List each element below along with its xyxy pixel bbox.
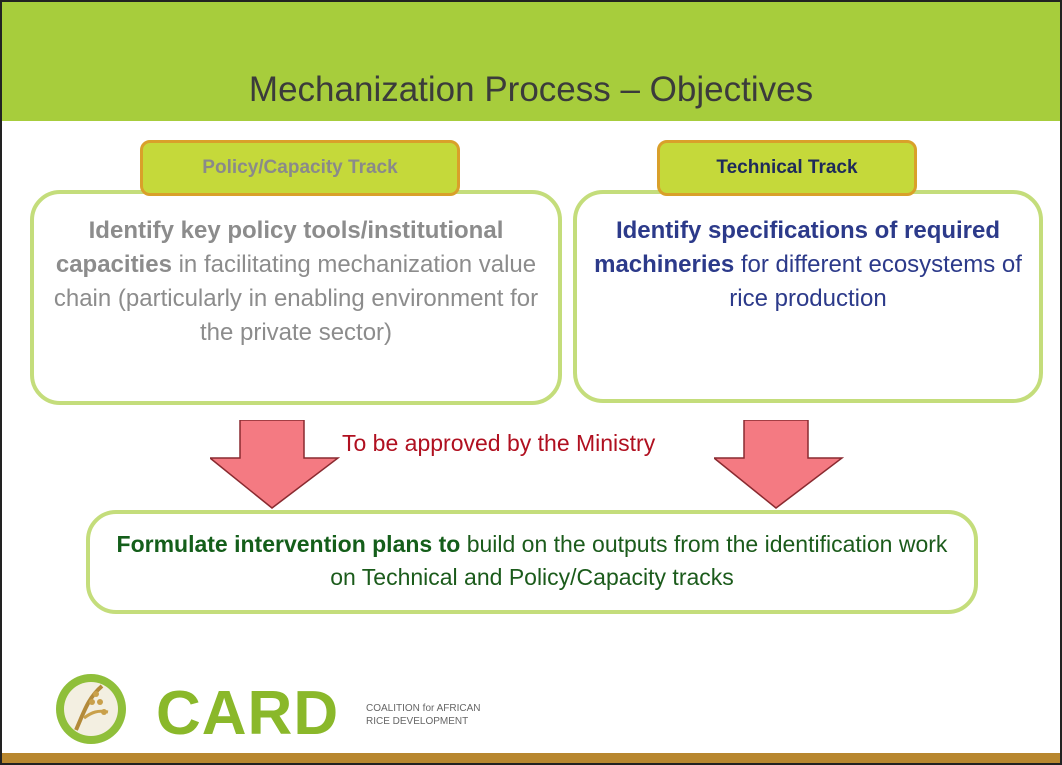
card-logo: CARD COALITION for AFRICAN RICE DEVELOPM… (54, 672, 514, 750)
slide-title: Mechanization Process – Objectives (248, 70, 814, 109)
card-logo-subtitle-line1: COALITION for AFRICAN (366, 703, 481, 714)
policy-track-label: Policy/Capacity Track (202, 157, 398, 178)
technical-objective-bold: Identify specifications of required mach… (594, 217, 1001, 279)
policy-objective-box: Identify key policy tools/institutional … (30, 190, 562, 405)
technical-objective-text: for different ecosystems of rice product… (729, 251, 1022, 313)
down-arrow-right-icon (714, 420, 844, 509)
bottom-bar (2, 753, 1060, 763)
policy-objective-bold: Identify key policy tools/institutional … (55, 217, 504, 279)
down-arrow-left-icon (210, 420, 340, 509)
technical-objective-box: Identify specifications of required mach… (573, 190, 1043, 403)
rice-emblem-icon (56, 674, 126, 744)
card-logo-subtitle-line2: RICE DEVELOPMENT (366, 716, 469, 727)
technical-track-label: Technical Track (716, 157, 858, 178)
intervention-plan-box: Formulate intervention plans to build on… (86, 510, 978, 614)
policy-objective-text: in facilitating mechanization value chai… (53, 251, 539, 347)
card-logo-text: CARD (156, 679, 340, 748)
approval-note: To be approved by the Ministry (342, 430, 656, 456)
title-bar (2, 2, 1060, 121)
plan-text: build on the outputs from the identifica… (330, 531, 948, 591)
plan-bold: Formulate intervention plans to (116, 531, 461, 557)
technical-track-tab: Technical Track (657, 140, 917, 196)
policy-capacity-track-tab: Policy/Capacity Track (140, 140, 460, 196)
card-logo-subtitle: COALITION for AFRICAN RICE DEVELOPMENT (366, 702, 480, 728)
